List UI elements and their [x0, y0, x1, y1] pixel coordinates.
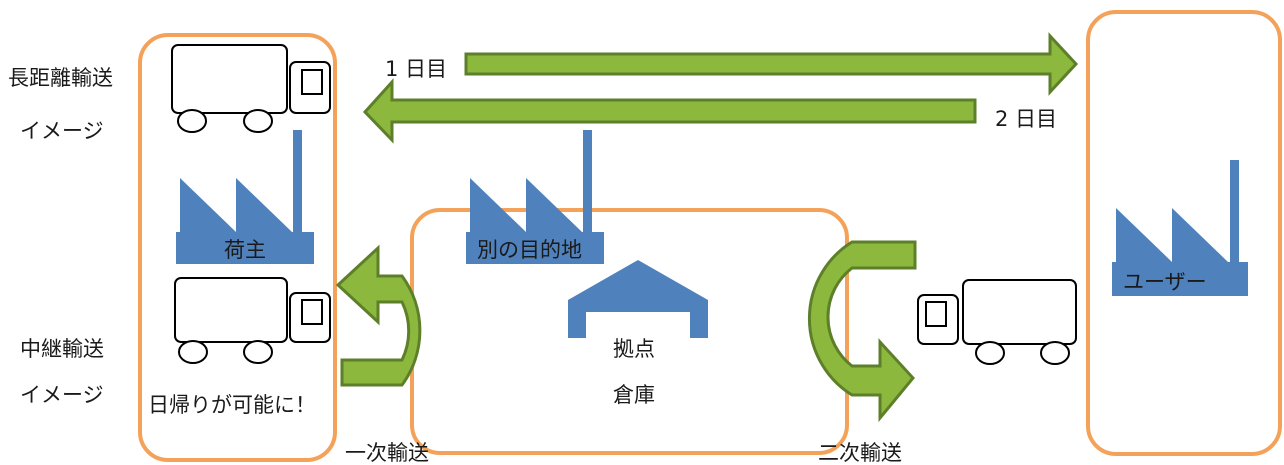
- user-label: ユーザー: [1123, 270, 1207, 294]
- user-box: [1086, 10, 1282, 456]
- primary-transport-arrow: [335, 244, 422, 387]
- other-destination-label: 別の目的地: [477, 238, 582, 262]
- long-distance-label-line1: 長距離輸送: [8, 66, 113, 90]
- day2-arrow: [362, 78, 977, 144]
- truck-icon: [171, 44, 331, 133]
- hub-label-line1: 拠点: [613, 337, 655, 361]
- secondary-transport-label: 二次輸送: [818, 441, 902, 465]
- shipper-box: [138, 33, 337, 462]
- day1-arrow: [464, 32, 1079, 96]
- hub-label-line2: 倉庫: [613, 383, 655, 407]
- day1-label: 1 日目: [385, 57, 447, 81]
- factory-icon: [466, 130, 604, 264]
- primary-transport-label: 一次輸送: [345, 441, 429, 465]
- same-day-return-label: 日帰りが可能に！: [148, 393, 316, 417]
- relay-label-line2: イメージ: [20, 383, 104, 407]
- shipper-label: 荷主: [224, 238, 266, 262]
- truck-icon: [917, 279, 1077, 365]
- secondary-transport-arrow: [807, 240, 917, 423]
- relay-label-line1: 中継輸送: [20, 337, 104, 361]
- factory-icon: [1112, 160, 1248, 296]
- truck-icon: [174, 277, 331, 364]
- factory-icon: [176, 130, 314, 264]
- day2-label: 2 日目: [995, 107, 1057, 131]
- long-distance-label-line2: イメージ: [20, 119, 104, 143]
- warehouse-roof-icon: [568, 260, 708, 338]
